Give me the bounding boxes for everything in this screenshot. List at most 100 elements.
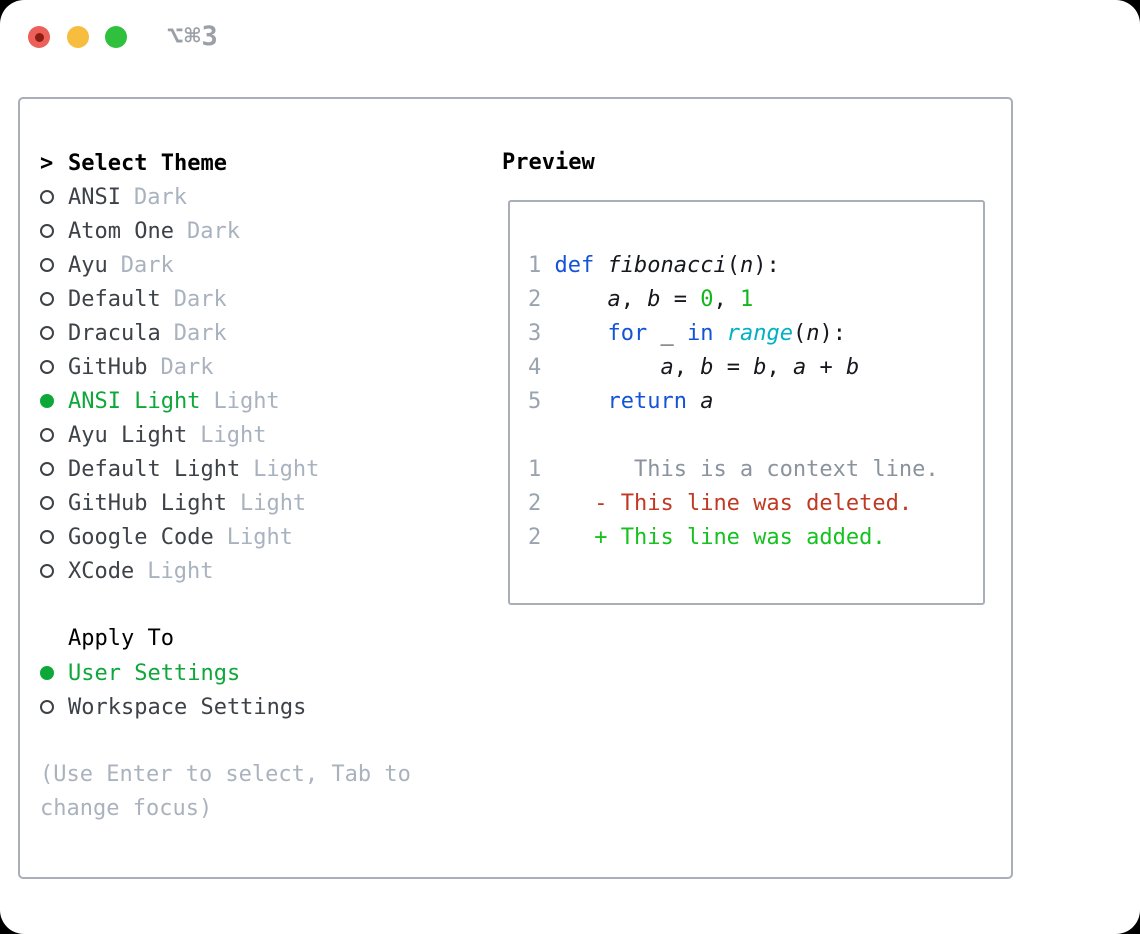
radio-icon [40, 700, 54, 714]
code-segment-kw: for [607, 321, 648, 346]
radio-icon [40, 496, 54, 510]
code-segment-gr: 1 [739, 287, 754, 312]
option-label: XCode [68, 558, 135, 584]
code-segment-tx [594, 253, 607, 278]
code-segment-tx: ): [753, 253, 780, 278]
code-segment-tx: a [607, 287, 621, 312]
apply-to-header: Apply To [68, 626, 174, 651]
theme-list-title: Select Theme [68, 150, 227, 176]
preview-title: Preview [502, 150, 595, 175]
code-segment-ctx: This is a context line. [554, 457, 939, 482]
option-label: User Settings [68, 660, 241, 686]
theme-variant-tag: Dark [133, 184, 187, 210]
preview-line: 5 return a [528, 385, 939, 419]
radio-icon [40, 258, 54, 272]
theme-variant-tag: Dark [186, 218, 240, 244]
code-segment-tx: ( [792, 321, 807, 346]
code-segment-tx [555, 389, 608, 414]
radio-icon [40, 326, 54, 340]
code-segment-cy: range [726, 321, 793, 346]
code-segment-tx: , [713, 287, 740, 312]
option-label: ANSI [68, 184, 121, 210]
minimize-button[interactable] [67, 26, 89, 48]
code-segment-tx [687, 389, 700, 414]
code-segment-tx: ): [819, 321, 846, 346]
code-segment-tx: n [806, 321, 820, 346]
theme-option-xcode[interactable]: XCode Light [40, 554, 319, 588]
code-segment-ln: 2 [528, 287, 555, 312]
option-label: Dracula [68, 320, 161, 346]
code-segment-ln: 1 [528, 457, 555, 482]
selection-cursor: > [40, 150, 54, 176]
code-segment-kw: in [686, 321, 714, 346]
code-segment-tx: , [620, 287, 648, 312]
window-title-shortcut: ⌥⌘3 [167, 21, 219, 52]
theme-variant-tag: Light [147, 558, 214, 584]
code-segment-tx: a [660, 355, 674, 380]
option-label: GitHub [68, 354, 148, 380]
theme-variant-tag: Light [213, 388, 280, 414]
option-label: Default [68, 286, 161, 312]
theme-option-github[interactable]: GitHub Dark [40, 350, 319, 384]
preview-line: 1 def fibonacci(n): [528, 249, 939, 283]
option-label: Ayu [68, 252, 108, 278]
preview-line: 4 a, b = b, a + b [528, 351, 939, 385]
preview-line [528, 419, 939, 453]
option-label: Workspace Settings [68, 694, 307, 720]
preview-line: 1 This is a context line. [528, 453, 939, 487]
theme-variant-tag: Dark [120, 252, 174, 278]
code-segment-tx: , [673, 355, 701, 380]
radio-icon [40, 428, 54, 442]
theme-option-google-code[interactable]: Google Code Light [40, 520, 319, 554]
theme-variant-tag: Light [200, 422, 267, 448]
theme-variant-tag: Light [226, 524, 293, 550]
theme-option-ayu[interactable]: Ayu Dark [40, 248, 319, 282]
zoom-button[interactable] [105, 26, 127, 48]
apply-option-user-settings[interactable]: User Settings [40, 656, 306, 690]
code-segment-tx: a [700, 389, 714, 414]
keyboard-hint: (Use Enter to select, Tab to change focu… [40, 762, 411, 821]
option-label: Google Code [68, 524, 214, 550]
preview-line: 2 + This line was added. [528, 521, 939, 555]
theme-option-default[interactable]: Default Dark [40, 282, 319, 316]
code-segment-tx [555, 287, 608, 312]
option-label: Atom One [68, 218, 174, 244]
code-segment-tx [555, 321, 608, 346]
radio-icon [40, 360, 54, 374]
code-segment-tx: b [753, 355, 767, 380]
theme-option-ayu-light[interactable]: Ayu Light Light [40, 418, 319, 452]
radio-icon [40, 224, 54, 238]
theme-option-atom-one[interactable]: Atom One Dark [40, 214, 319, 248]
theme-variant-tag: Dark [173, 286, 227, 312]
code-segment-tx: a [792, 355, 807, 380]
code-segment-tx: n [739, 253, 754, 278]
code-segment-tx: = [713, 355, 754, 380]
code-segment-tx: _ [647, 321, 687, 346]
code-segment-add: + This line was added. [554, 525, 886, 550]
theme-list-header: > Select Theme [40, 146, 319, 180]
theme-option-ansi[interactable]: ANSI Dark [40, 180, 319, 214]
preview-line: 2 a, b = 0, 1 [528, 283, 939, 317]
apply-option-workspace-settings[interactable]: Workspace Settings [40, 690, 306, 724]
close-button[interactable] [28, 26, 50, 48]
code-segment-tx: b [647, 287, 661, 312]
option-label: Default Light [68, 456, 241, 482]
code-segment-tx [555, 355, 661, 380]
code-segment-tx: ( [726, 253, 740, 278]
code-segment-tx: = [660, 287, 701, 312]
code-segment-ln: 5 [528, 389, 555, 414]
code-segment-gr: 0 [700, 287, 714, 312]
theme-variant-tag: Dark [160, 354, 214, 380]
option-label: GitHub Light [68, 490, 227, 516]
option-label: Ayu Light [68, 422, 188, 448]
code-segment-tx: fibonacci [607, 253, 727, 278]
code-segment-tx: b [845, 355, 860, 380]
